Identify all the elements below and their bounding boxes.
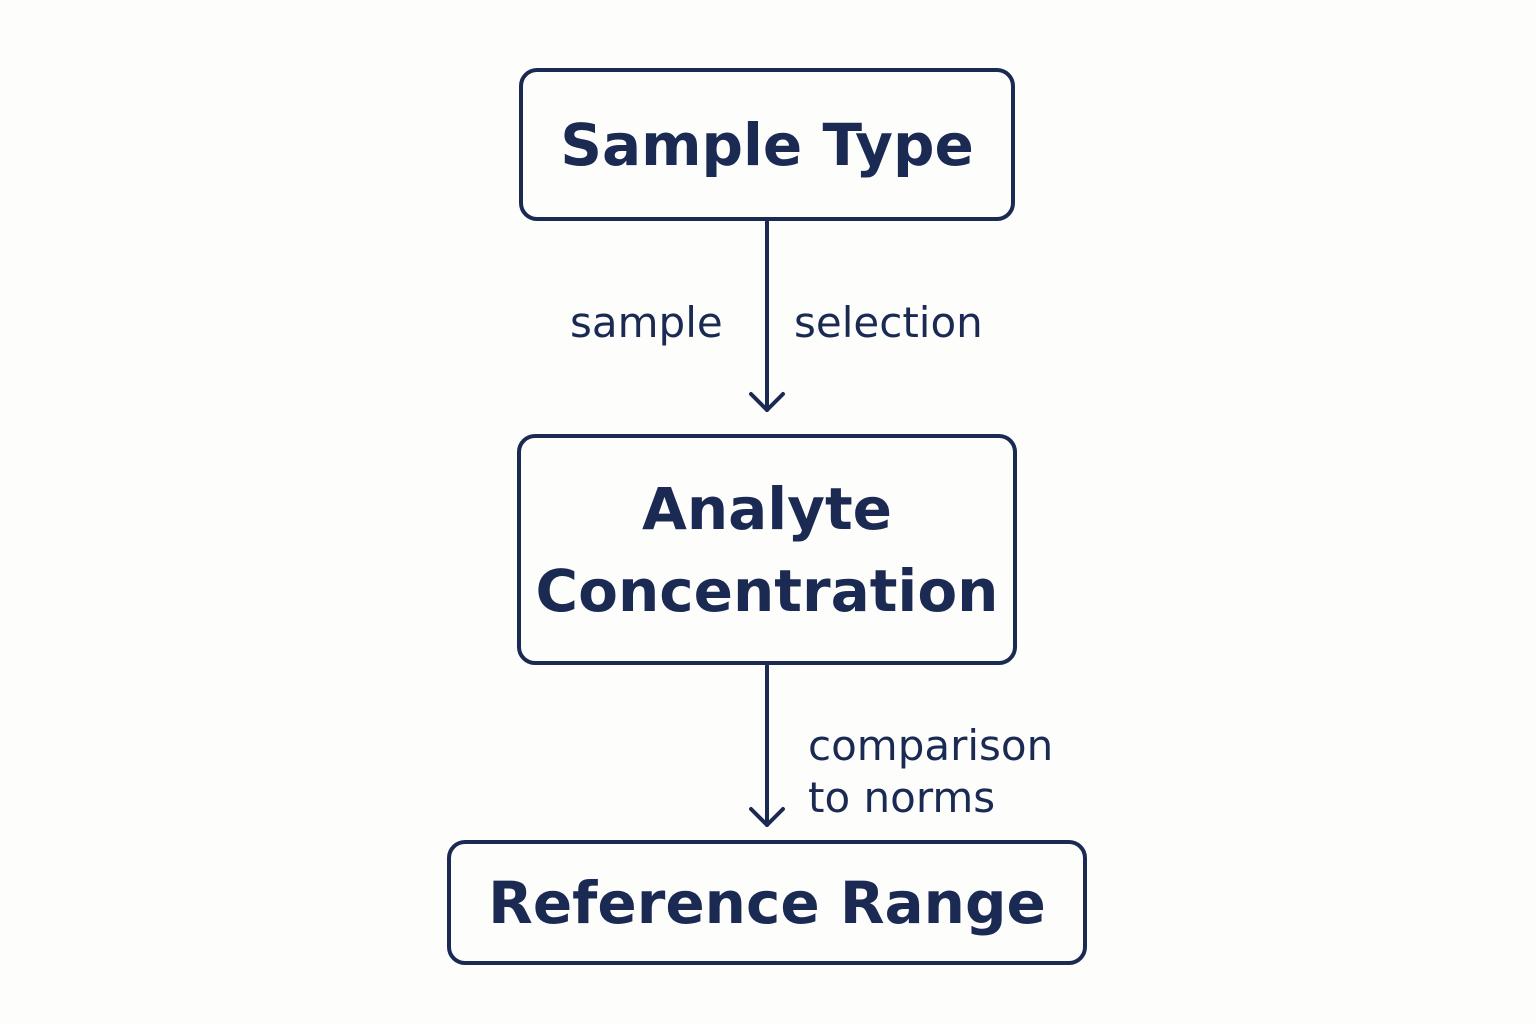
node-reference-range: Reference Range (447, 840, 1087, 965)
arrow-analyte-to-reference-head (749, 807, 785, 827)
node-analyte-concentration-label: Analyte Concentration (536, 468, 999, 632)
edge-label-comparison-line-2: to norms (808, 773, 996, 822)
node-reference-range-label: Reference Range (488, 868, 1046, 937)
node-analyte-label-line-2: Concentration (535, 556, 999, 625)
edge-label-comparison-line-1: comparison (808, 721, 1054, 770)
edge-label-comparison-to-norms: comparison to norms (808, 720, 1053, 824)
node-sample-type: Sample Type (519, 68, 1015, 221)
node-analyte-concentration: Analyte Concentration (517, 434, 1017, 665)
node-analyte-label-line-1: Analyte (641, 474, 893, 543)
arrow-sample-to-analyte-head (749, 392, 785, 412)
edge-label-selection: selection (794, 298, 983, 347)
node-sample-type-label: Sample Type (560, 110, 974, 179)
edge-label-sample: sample (570, 298, 723, 347)
